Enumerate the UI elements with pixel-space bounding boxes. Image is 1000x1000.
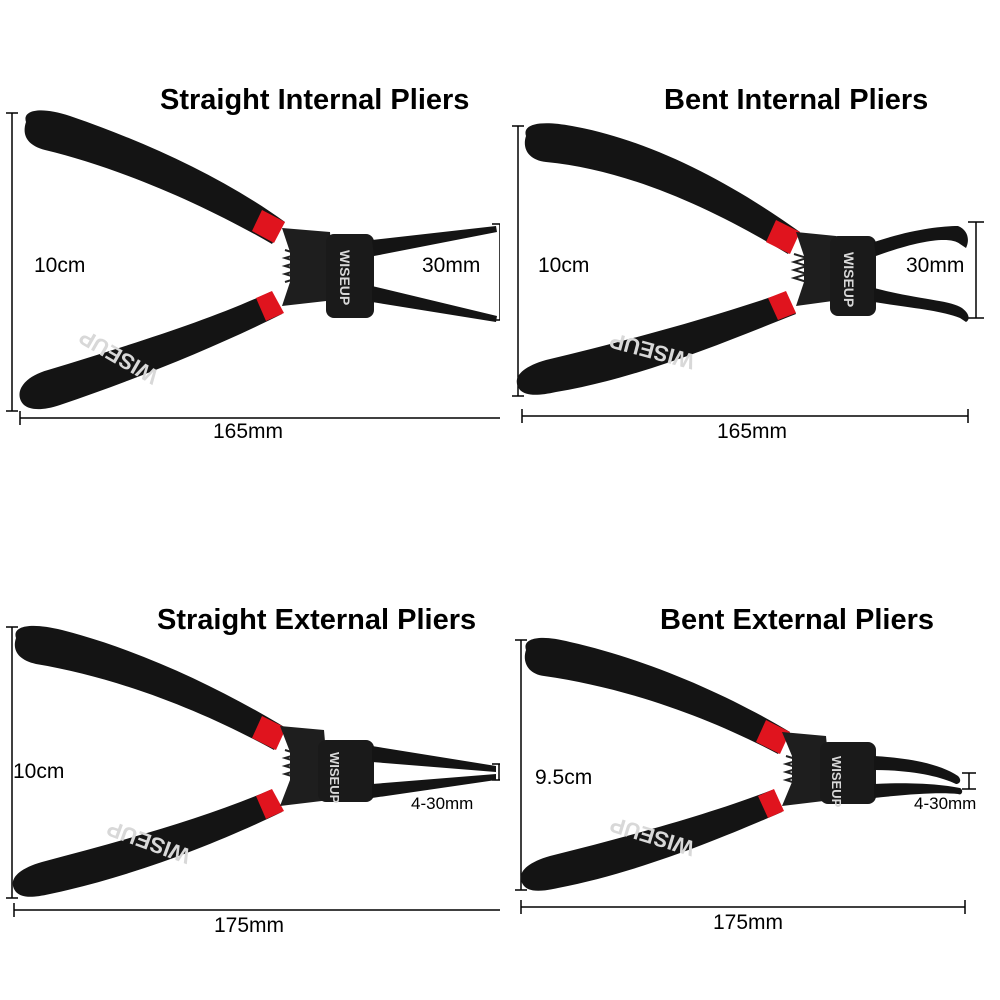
length-dimension-label: 165mm (213, 420, 284, 443)
panel-title: Straight Internal Pliers (160, 84, 470, 116)
length-dimension-label: 165mm (717, 420, 788, 443)
bent-internal-pliers-illustration: WISEUP WISEUP (512, 123, 984, 423)
brand-logo-text: WISEUP (841, 252, 857, 307)
dimension-lines (512, 125, 984, 423)
panel-title: Bent Internal Pliers (664, 84, 929, 116)
bent-internal-pliers-panel: WISEUP WISEUP Bent Internal Pliers 10cm … (500, 0, 1000, 500)
dimension-lines (515, 639, 976, 914)
brand-logo-text: WISEUP (829, 756, 844, 808)
tip-dimension-label: 30mm (422, 254, 481, 277)
straight-internal-pliers-panel: WISEUP WISEUP Straight Internal Pliers 1… (0, 0, 500, 500)
tip-dimension-label: 4-30mm (914, 794, 977, 813)
straight-external-pliers-panel: WISEUP WISEUP Straight External Pliers 1… (0, 500, 500, 1000)
bent-external-pliers-illustration: WISEUP WISEUP (515, 637, 976, 914)
height-dimension-label: 10cm (34, 254, 86, 277)
straight-internal-pliers-illustration: WISEUP WISEUP (6, 110, 500, 425)
tip-dimension-label: 4-30mm (411, 794, 474, 813)
straight-external-pliers-illustration: WISEUP WISEUP (6, 625, 500, 917)
height-dimension-label: 9.5cm (535, 766, 593, 789)
brand-logo-text: WISEUP (337, 250, 353, 305)
length-dimension-label: 175mm (713, 911, 784, 934)
panel-title: Bent External Pliers (660, 604, 934, 636)
bent-external-pliers-panel: WISEUP WISEUP Bent External Pliers 9.5cm… (500, 500, 1000, 1000)
tip-dimension-label: 30mm (906, 254, 965, 277)
height-dimension-label: 10cm (538, 254, 590, 277)
height-dimension-label: 10cm (13, 760, 65, 783)
length-dimension-label: 175mm (214, 914, 285, 937)
panel-title: Straight External Pliers (157, 604, 477, 636)
brand-logo-text: WISEUP (327, 752, 342, 804)
